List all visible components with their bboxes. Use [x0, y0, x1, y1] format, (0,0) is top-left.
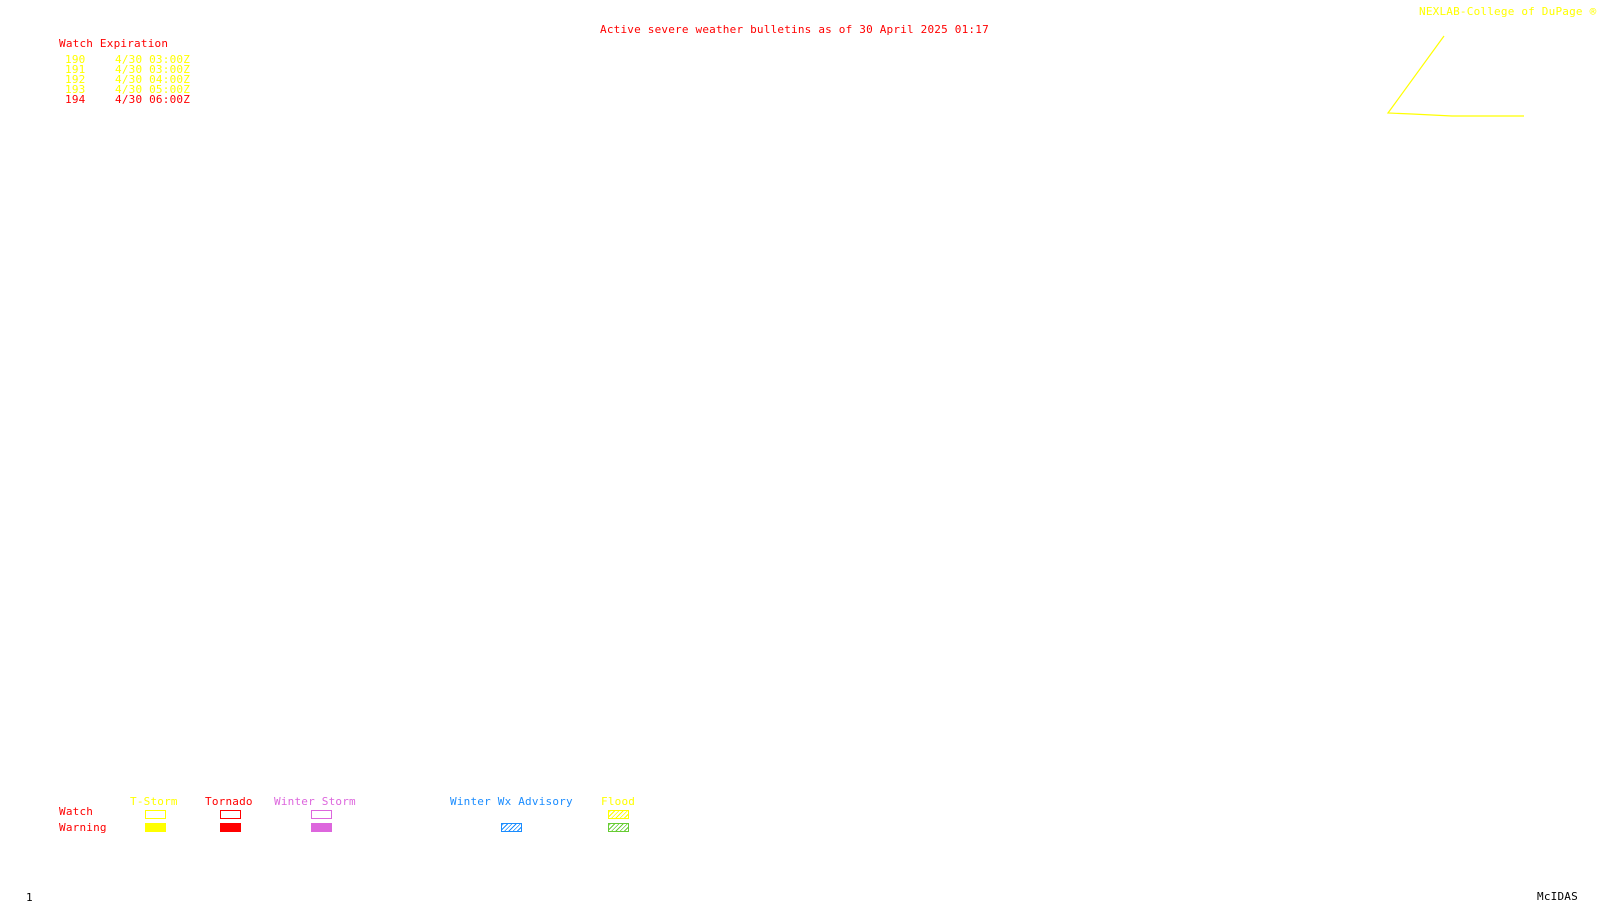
bulletin-title: Active severe weather bulletins as of 30… [600, 23, 989, 36]
tstorm-watch-swatch [145, 810, 166, 819]
software-label: McIDAS [1537, 890, 1578, 903]
legend-winter-storm-label: Winter Storm [274, 795, 356, 808]
tornado-warning-swatch [220, 823, 241, 832]
watch-row: 190 [65, 54, 85, 65]
legend-warning-label: Warning [59, 821, 107, 834]
legend-winter-wx-advisory-label: Winter Wx Advisory [450, 795, 573, 808]
watch-id: 192 [65, 73, 86, 86]
watch-id: 194 [65, 93, 86, 106]
legend-watch-label: Watch [59, 805, 94, 818]
watch-expiration: 4/30 03:00Z [115, 63, 191, 76]
watch-id: 190 [65, 53, 86, 66]
watch-expiration: 4/30 05:00Z [115, 83, 191, 96]
watch-expiration: 4/30 03:00Z [115, 53, 191, 66]
watch-row: 194 [65, 94, 85, 105]
watch-row: 192 [65, 74, 85, 85]
tornado-watch-swatch [220, 810, 241, 819]
watch-row: 193 [65, 84, 85, 95]
watch-expiration: 4/30 06:00Z [115, 93, 191, 106]
watch-row: 191 [65, 64, 85, 75]
watch-id: 193 [65, 83, 86, 96]
watch-table-header: Watch Expiration [59, 37, 169, 50]
legend-tornado-label: Tornado [205, 795, 253, 808]
flood-watch-swatch [608, 810, 629, 819]
source-credit: NEXLAB-College of DuPage ® [1419, 5, 1597, 18]
frame-number: 1 [26, 891, 33, 904]
tstorm-warning-swatch [145, 823, 166, 832]
legend-flood-label: Flood [601, 795, 636, 808]
winter-storm-watch-swatch [311, 810, 332, 819]
winter-wx-advisory-swatch [501, 823, 522, 832]
legend-tstorm-label: T-Storm [130, 795, 178, 808]
flood-warning-swatch [608, 823, 629, 832]
winter-storm-warning-swatch [311, 823, 332, 832]
watch-id: 191 [65, 63, 86, 76]
map-boundary-lines [1386, 35, 1524, 117]
watch-expiration: 4/30 04:00Z [115, 73, 191, 86]
